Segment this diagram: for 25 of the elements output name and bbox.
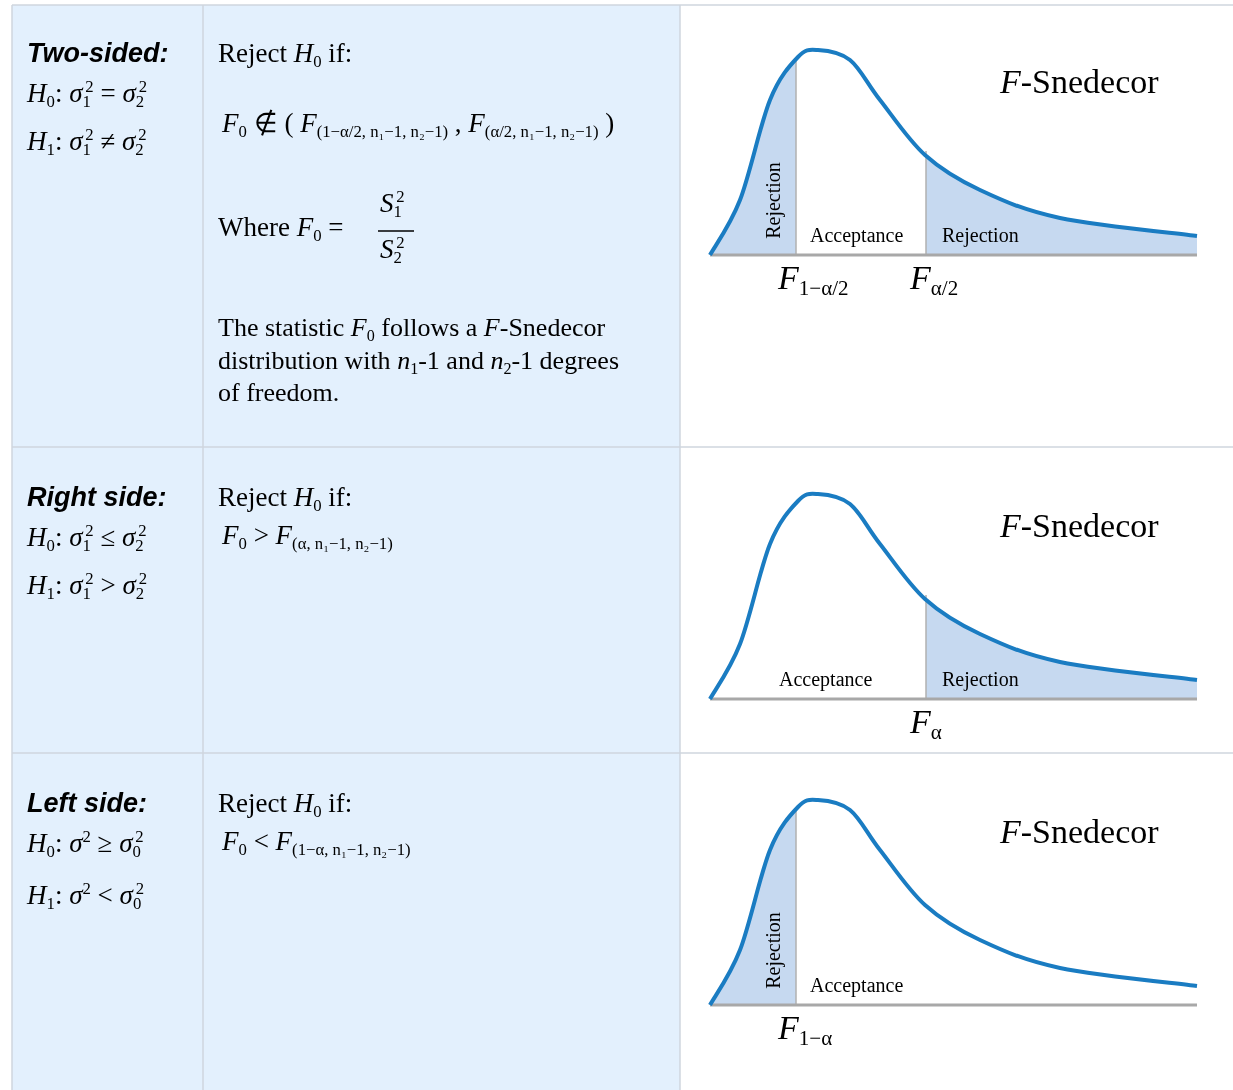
region-label: Acceptance [779, 668, 873, 691]
region-label: Rejection [942, 668, 1019, 691]
region-label: Acceptance [810, 974, 904, 997]
rejection-rule: Reject H$_{0}$ if: [218, 38, 353, 70]
formula: F$_{0}$ ∉ ( F$_{(1−α/2, n₁−1, n₂−1)}$ , F$_{(α/2, n₁−1, n₂−1)}$ ) [222, 108, 615, 140]
row-heading: Two-sided: [27, 38, 169, 70]
rejection-rule: Reject H$_{0}$ if: [218, 788, 353, 820]
formula: Where F$_{0}$ = [218, 212, 344, 244]
chart-title: F-Snedecor [1000, 506, 1159, 546]
critical-value-label: F$_{α/2}$ [910, 258, 959, 298]
rejection-rule: Reject H$_{0}$ if: [218, 482, 353, 514]
formula: F$_{0}$ < F$_{(1−α, n₁−1, n₂−1)}$ [222, 826, 411, 858]
row-heading: Right side: [27, 482, 167, 514]
chart-title: F-Snedecor [1000, 62, 1159, 102]
critical-value-label: F$_{α}$ [910, 702, 942, 742]
region-label: Rejection [761, 161, 785, 239]
note-text: The statistic F$_{0}$ follows a F-Snedecor distribution with n$_{1}$-1 and n$_{2}$-1 degrees of freedom. [218, 312, 620, 409]
chart-title: F-Snedecor [1000, 812, 1159, 852]
region-label: Rejection [942, 224, 1019, 247]
critical-value-label: F$_{1−α}$ [778, 1008, 833, 1048]
row-heading: Left side: [27, 788, 147, 820]
region-label: Acceptance [810, 224, 904, 247]
critical-value-label: F$_{1−α/2}$ [778, 258, 849, 298]
region-label: Rejection [761, 911, 785, 989]
formula: F$_{0}$ > F$_{(α, n₁−1, n₂−1)}$ [222, 520, 393, 552]
